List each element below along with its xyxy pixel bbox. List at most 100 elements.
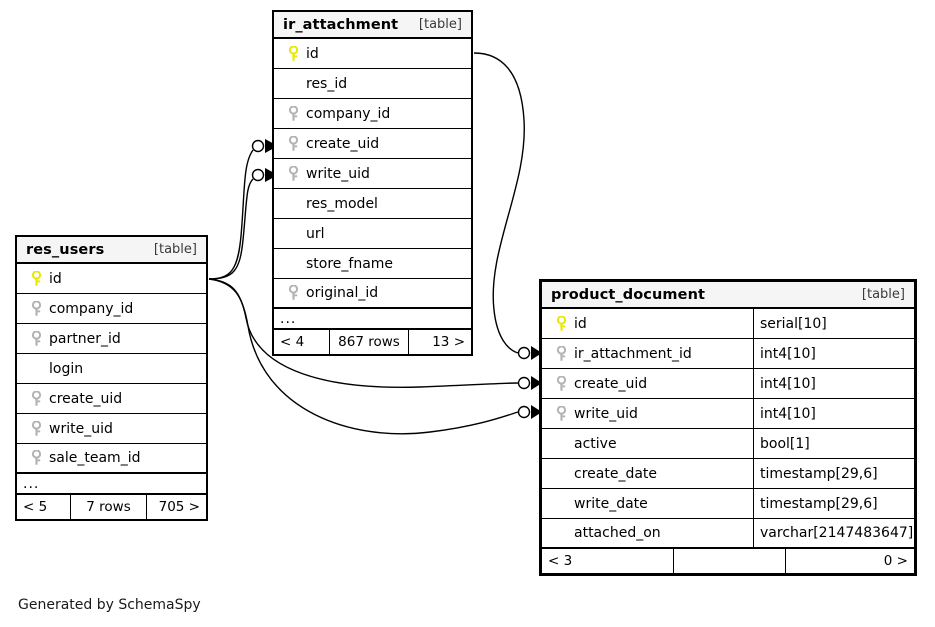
table-footer-product_document: < 3 0 >: [542, 549, 914, 573]
column-name-cell: active: [542, 429, 753, 458]
footer-prev-link[interactable]: < 4: [274, 330, 330, 354]
column-type-cell: timestamp[29,6]: [753, 459, 914, 488]
key-icon-foreign: [31, 330, 42, 347]
cardinality-zero-marker: [251, 168, 265, 182]
table-row[interactable]: res_id: [274, 69, 471, 99]
credit-text: Generated by SchemaSpy: [18, 597, 201, 613]
column-label: store_fname: [306, 255, 394, 272]
key-indicator: [280, 165, 306, 182]
column-label: company_id: [306, 105, 391, 122]
key-indicator: [23, 330, 49, 347]
column-type-cell: bool[1]: [753, 429, 914, 458]
column-label: login: [49, 360, 84, 377]
table-row[interactable]: company_id: [274, 99, 471, 129]
key-indicator: [23, 270, 49, 287]
table-row[interactable]: login: [17, 354, 206, 384]
column-name-cell: res_id: [274, 69, 471, 98]
table-row[interactable]: write_uid: [274, 159, 471, 189]
key-indicator: [548, 405, 574, 422]
footer-next-link[interactable]: 705 >: [158, 499, 200, 515]
column-name-cell: attached_on: [542, 519, 753, 547]
column-name-cell: store_fname: [274, 249, 471, 278]
table-row[interactable]: id: [274, 39, 471, 69]
table-row[interactable]: create_date timestamp[29,6]: [542, 459, 914, 489]
column-name-cell: company_id: [17, 294, 206, 323]
table-row[interactable]: partner_id: [17, 324, 206, 354]
key-indicator: [23, 390, 49, 407]
key-icon-primary: [288, 45, 299, 62]
column-name-cell: create_uid: [274, 129, 471, 158]
column-label: create_date: [574, 465, 658, 482]
table-title: product_document: [551, 286, 706, 303]
column-name-cell: write_uid: [274, 159, 471, 188]
column-label: id: [49, 270, 62, 287]
table-header-product_document: product_document [table]: [542, 282, 914, 309]
table-row[interactable]: original_id: [274, 279, 471, 309]
column-label: attached_on: [574, 525, 661, 541]
column-type-cell: serial[10]: [753, 309, 914, 338]
column-label: sale_team_id: [49, 450, 141, 466]
key-icon-foreign: [288, 285, 299, 301]
footer-next-link[interactable]: 13 >: [432, 334, 465, 350]
key-indicator: [23, 420, 49, 437]
column-type-label: varchar[2147483647]: [760, 525, 914, 541]
key-icon-foreign: [31, 300, 42, 317]
footer-prev-link[interactable]: < 3: [542, 549, 674, 573]
column-label: create_uid: [306, 135, 380, 152]
table-type-tag: [table]: [153, 242, 197, 257]
key-icon-foreign: [31, 420, 42, 437]
table-row[interactable]: store_fname: [274, 249, 471, 279]
key-icon-foreign: [288, 135, 299, 152]
table-row[interactable]: create_uid: [274, 129, 471, 159]
column-label: id: [306, 45, 319, 62]
table-row[interactable]: write_uid: [17, 414, 206, 444]
column-label: partner_id: [49, 330, 121, 347]
key-icon-primary: [556, 315, 567, 332]
key-indicator: [548, 315, 574, 332]
key-icon-foreign: [31, 450, 42, 466]
table-row[interactable]: res_model: [274, 189, 471, 219]
table-header-res_users: res_users[table]: [17, 237, 206, 264]
footer-prev-link[interactable]: < 5: [17, 495, 71, 519]
table-row[interactable]: company_id: [17, 294, 206, 324]
key-indicator: [280, 105, 306, 122]
table-type-tag: [table]: [418, 17, 462, 32]
column-label: write_uid: [306, 165, 370, 182]
table-row[interactable]: attached_on varchar[2147483647]: [542, 519, 914, 549]
column-type-label: timestamp[29,6]: [760, 465, 878, 482]
key-icon-foreign: [288, 105, 299, 122]
column-label: create_uid: [574, 375, 648, 392]
table-row[interactable]: sale_team_id: [17, 444, 206, 474]
key-indicator: [23, 450, 49, 466]
column-type-cell: timestamp[29,6]: [753, 489, 914, 518]
table-type-tag: [table]: [861, 287, 905, 302]
column-type-cell: varchar[2147483647]: [753, 519, 914, 547]
table-header-ir_attachment: ir_attachment[table]: [274, 12, 471, 39]
column-name-cell: create_uid: [542, 369, 753, 398]
cardinality-zero-marker: [517, 346, 531, 360]
column-name-cell: login: [17, 354, 206, 383]
footer-next-link[interactable]: 0 >: [883, 553, 908, 569]
table-row[interactable]: create_uid: [17, 384, 206, 414]
table-row[interactable]: id: [17, 264, 206, 294]
table-row[interactable]: url: [274, 219, 471, 249]
column-name-cell: id: [274, 39, 471, 68]
column-name-cell: url: [274, 219, 471, 248]
key-icon-foreign: [288, 165, 299, 182]
more-columns-indicator: ...: [274, 309, 471, 330]
column-type-label: bool[1]: [760, 435, 810, 452]
footer-row-count: [674, 549, 786, 573]
key-indicator: [23, 300, 49, 317]
table-row[interactable]: active bool[1]: [542, 429, 914, 459]
cardinality-zero-marker: [251, 139, 265, 153]
footer-row-count: 7 rows: [71, 495, 147, 519]
